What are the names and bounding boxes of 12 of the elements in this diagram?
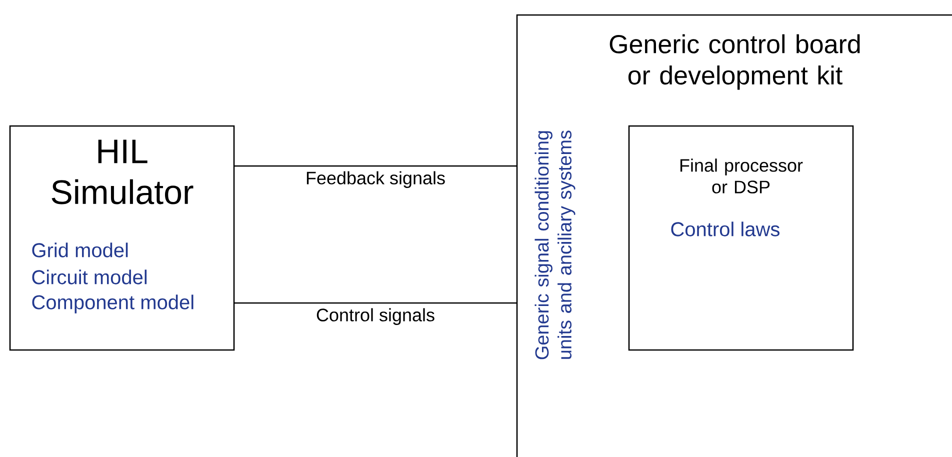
edge-label: Control signals: [316, 308, 434, 325]
label: Component model: [32, 294, 194, 314]
heading: Final processor or DSP: [680, 158, 803, 194]
connector-line: [234, 302, 517, 304]
label: Control laws: [671, 222, 780, 236]
heading: HIL Simulator: [52, 140, 194, 204]
label: Circuit model: [32, 270, 147, 284]
label: Grid model: [32, 242, 128, 258]
heading: Generic control board or development kit: [610, 34, 860, 90]
edge-label: Feedback signals: [306, 171, 445, 188]
connector-line: [234, 165, 517, 167]
label: Generic signal conditioning units and anciliary systems: [534, 130, 576, 360]
